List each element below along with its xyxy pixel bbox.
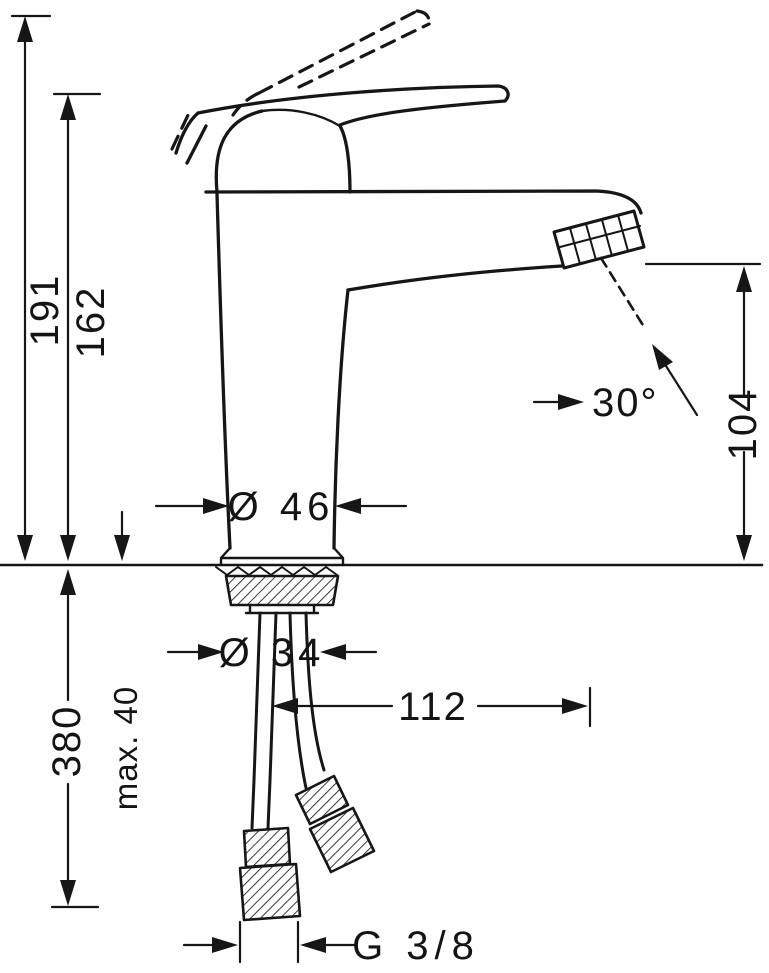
dim-112-arrow-left <box>272 698 298 714</box>
dim-g38-label: G 3/8 <box>352 924 480 968</box>
max40-arrow-down <box>114 535 130 561</box>
dim-max40: max. 40 <box>107 510 144 810</box>
lever-outline <box>174 84 510 155</box>
dim-g38: G 3/8 <box>182 920 480 968</box>
lever-phantom-lower-edge <box>257 9 419 95</box>
dim-162: 162 <box>52 92 113 561</box>
g38-right-arrowhead <box>300 937 326 953</box>
lever-phantom-pivot-arc <box>231 91 261 117</box>
lever-phantom-front <box>170 111 191 151</box>
dim-380-label: 380 <box>45 705 89 778</box>
lever-phantom-tip <box>415 9 431 26</box>
aerator-housing <box>552 209 646 270</box>
aerator <box>552 209 646 270</box>
dim-191-arrow-down <box>17 535 33 561</box>
spout-top-edge <box>204 189 643 215</box>
dim-104-label: 104 <box>721 388 765 461</box>
lever-front-notch <box>185 124 208 165</box>
lever-body-seam <box>260 108 342 128</box>
mounting-nut <box>224 574 340 607</box>
aerator-knurl <box>601 219 613 257</box>
base-flare <box>219 546 345 567</box>
seal-zigzag <box>215 566 338 576</box>
dim-162-arrow-up <box>60 94 76 120</box>
angle-leader-arrowhead <box>558 394 584 410</box>
hose-right-nut <box>294 774 350 826</box>
body-right-edge <box>332 288 350 550</box>
angle-arrowhead <box>652 344 673 370</box>
dim-162-arrow-down <box>60 535 76 561</box>
dim-380-arrow-down <box>60 880 76 906</box>
dia46-right-arrowhead <box>335 498 361 514</box>
outlet-axis-dashed <box>599 256 648 332</box>
mounting-hardware <box>215 566 340 615</box>
supply-hoses <box>238 611 376 922</box>
g38-left-arrowhead <box>212 937 238 953</box>
dim-112-arrow-right <box>562 698 588 714</box>
dim-112: 112 <box>272 685 592 729</box>
body-left-edge <box>215 192 232 550</box>
dim-191-arrow-up <box>17 16 33 42</box>
faucet-outline <box>170 9 646 567</box>
dim-104: 104 <box>644 262 765 561</box>
aerator-knurl <box>569 227 581 265</box>
hose-left <box>250 611 278 830</box>
aerator-knurl <box>617 214 629 252</box>
dim-191: 191 <box>10 14 67 561</box>
dia34-left-arrowhead <box>198 644 224 660</box>
dim-angle-30: 30° <box>532 256 699 425</box>
dim-380: 380 <box>45 569 100 909</box>
lever-raised-phantom <box>170 9 431 151</box>
dim-162-label: 162 <box>69 286 113 359</box>
dim-dia34-label: Ø 34 <box>219 631 326 675</box>
hose-left-fitting <box>238 862 302 922</box>
dim-dia46: Ø 46 <box>154 485 408 529</box>
hose-right-fitting <box>308 806 376 874</box>
dim-104-arrow-down <box>736 535 752 561</box>
angle-arrow-tail <box>664 364 699 417</box>
dia46-left-arrowhead <box>203 498 229 514</box>
dim-dia34: Ø 34 <box>166 631 378 675</box>
aerator-knurl <box>585 223 597 261</box>
dim-380-arrow-up <box>60 569 76 595</box>
lever-phantom-upper-edge <box>297 22 431 89</box>
spout-underside <box>346 264 564 292</box>
hose-left-nut <box>242 826 292 869</box>
dim-191-label: 191 <box>23 274 67 347</box>
dim-104-arrow-up <box>736 266 752 292</box>
dim-112-label: 112 <box>398 685 468 729</box>
dia34-right-arrowhead <box>320 644 346 660</box>
dim-max40-label: max. 40 <box>107 686 144 810</box>
dim-dia46-label: Ø 46 <box>228 485 335 529</box>
cartridge-dome <box>214 109 352 194</box>
dim-30deg-label: 30° <box>592 381 659 425</box>
